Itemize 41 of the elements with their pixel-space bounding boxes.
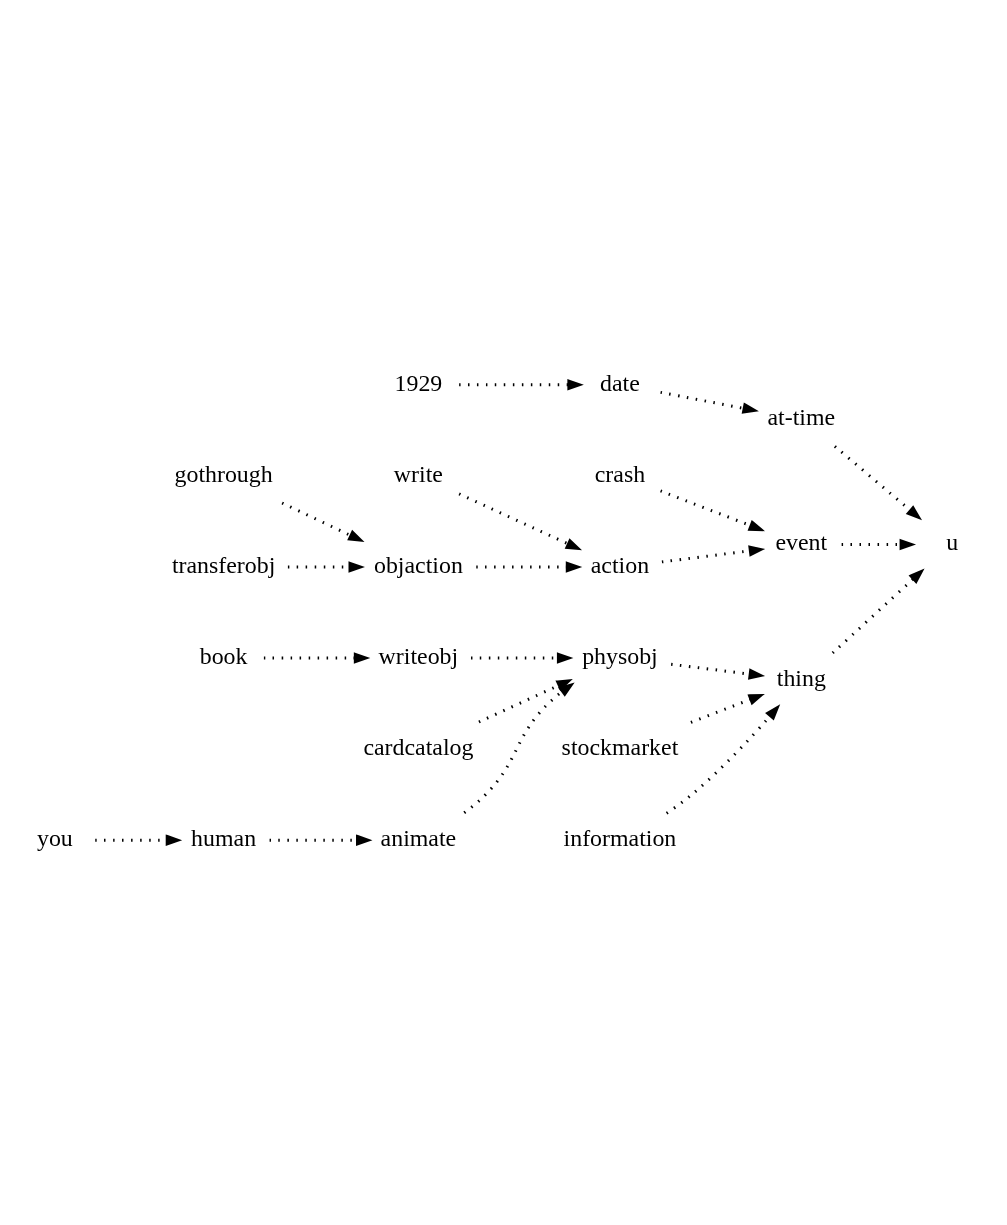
node-text: gothrough bbox=[174, 460, 273, 487]
arrow bbox=[281, 501, 365, 543]
node-text: 1929 bbox=[394, 369, 443, 396]
arrow bbox=[463, 682, 575, 814]
node-text: physobj bbox=[582, 642, 658, 669]
arrow bbox=[478, 678, 573, 724]
arrow bbox=[660, 489, 765, 532]
arrow bbox=[476, 561, 583, 573]
node-text: transferobj bbox=[171, 551, 276, 578]
node-text: event bbox=[775, 529, 828, 556]
node-text: objaction bbox=[373, 551, 463, 578]
node-text: information bbox=[563, 824, 677, 851]
node-text: date bbox=[600, 369, 640, 396]
arrow bbox=[841, 538, 917, 551]
node-text: write bbox=[393, 460, 443, 487]
node-text: action bbox=[590, 551, 650, 578]
arrow bbox=[660, 390, 759, 414]
arrow bbox=[670, 662, 766, 680]
node-text: book bbox=[199, 642, 248, 669]
node-text: cardcatalog bbox=[363, 733, 474, 760]
arrow bbox=[459, 379, 584, 391]
arrow bbox=[665, 704, 781, 815]
arrow bbox=[269, 834, 373, 846]
node-text: u bbox=[946, 529, 959, 556]
node-text: you bbox=[37, 824, 73, 851]
node-text: thing bbox=[776, 665, 826, 692]
arrow bbox=[661, 545, 766, 564]
arrow bbox=[458, 492, 583, 551]
arrow bbox=[690, 693, 765, 724]
arrow bbox=[831, 568, 925, 655]
node-text: animate bbox=[380, 824, 457, 851]
arrow bbox=[95, 834, 183, 846]
node-text: human bbox=[191, 824, 257, 851]
node-text: at-time bbox=[767, 403, 836, 430]
arrow bbox=[263, 652, 371, 664]
arrow bbox=[471, 652, 574, 664]
node-text: stockmarket bbox=[561, 733, 679, 760]
arrow bbox=[833, 445, 923, 521]
node-text: crash bbox=[594, 460, 646, 487]
node-text: writeobj bbox=[378, 642, 459, 669]
arrow bbox=[287, 561, 365, 573]
